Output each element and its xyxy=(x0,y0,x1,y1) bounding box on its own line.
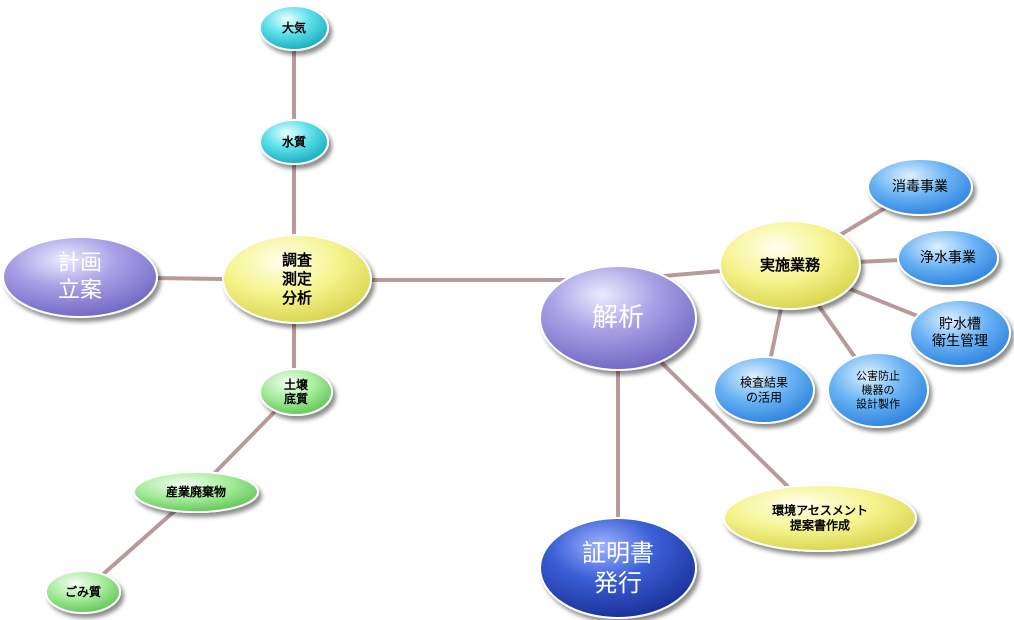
node-suishitsu: 水質 xyxy=(259,119,329,165)
node-kankyou-label-0: 環境アセスメント xyxy=(772,503,868,518)
node-suishitsu-label-0: 水質 xyxy=(282,134,306,149)
node-shoumei-label-1: 発行 xyxy=(594,569,642,597)
node-kensa-label-1: の活用 xyxy=(746,391,782,405)
node-keikaku-bubble xyxy=(2,236,158,318)
node-dojou-label-1: 底質 xyxy=(284,391,308,406)
node-chosui-label-0: 貯水槽 xyxy=(939,317,981,333)
node-kougai-label-2: 設計製作 xyxy=(856,397,900,411)
node-keikaku-label-0: 計画 xyxy=(58,251,102,276)
node-gomi: ごみ質 xyxy=(45,570,121,614)
node-chosui-label-1: 衛生管理 xyxy=(932,334,988,350)
node-shoudoku: 消毒事業 xyxy=(867,158,973,216)
node-kougai-label-0: 公害防止 xyxy=(856,369,900,383)
node-shoumei-bubble xyxy=(539,517,697,619)
node-chousa-label-0: 調査 xyxy=(282,251,313,269)
node-sangyou-label-0: 産業廃棄物 xyxy=(166,484,226,499)
node-kaiseki: 解析 xyxy=(539,265,697,371)
node-taiki-bubble xyxy=(259,5,329,51)
node-jisshi-label-0: 実施業務 xyxy=(760,256,821,274)
node-kougai-label-1: 機器の xyxy=(862,383,895,397)
node-kankyou-label-1: 提案書作成 xyxy=(790,518,850,533)
node-keikaku-label-1: 立案 xyxy=(58,278,102,303)
node-chousa-label-2: 分析 xyxy=(282,289,312,307)
node-shoudoku-label-0: 消毒事業 xyxy=(892,179,948,195)
node-jousui-bubble xyxy=(897,229,999,287)
node-kaiseki-bubble xyxy=(539,265,697,371)
node-dojou-bubble xyxy=(259,368,333,416)
node-chousa-label-1: 測定 xyxy=(282,270,312,288)
node-kougai-bubble xyxy=(827,352,929,428)
node-taiki: 大気 xyxy=(259,5,329,51)
node-jisshi: 実施業務 xyxy=(719,220,861,310)
node-taiki-label-0: 大気 xyxy=(282,20,306,35)
node-shoudoku-bubble xyxy=(867,158,973,216)
node-jousui-label-0: 浄水事業 xyxy=(920,250,976,266)
node-shoumei-label-0: 証明書 xyxy=(582,539,654,567)
node-dojou-label-0: 土壌 xyxy=(284,377,309,392)
node-gomi-bubble xyxy=(45,570,121,614)
node-jisshi-bubble xyxy=(719,220,861,310)
node-gomi-label-0: ごみ質 xyxy=(65,584,101,599)
node-chosui-bubble xyxy=(909,299,1011,367)
node-jousui: 浄水事業 xyxy=(897,229,999,287)
node-kankyou-bubble xyxy=(723,484,917,552)
node-suishitsu-bubble xyxy=(259,119,329,165)
node-kensa-bubble xyxy=(713,356,815,424)
node-kensa-label-0: 検査結果 xyxy=(740,376,788,390)
node-kaiseki-label-0: 解析 xyxy=(592,303,644,333)
node-sangyou: 産業廃棄物 xyxy=(133,471,259,513)
node-chousa-bubble xyxy=(222,234,372,324)
node-sangyou-bubble xyxy=(133,471,259,513)
